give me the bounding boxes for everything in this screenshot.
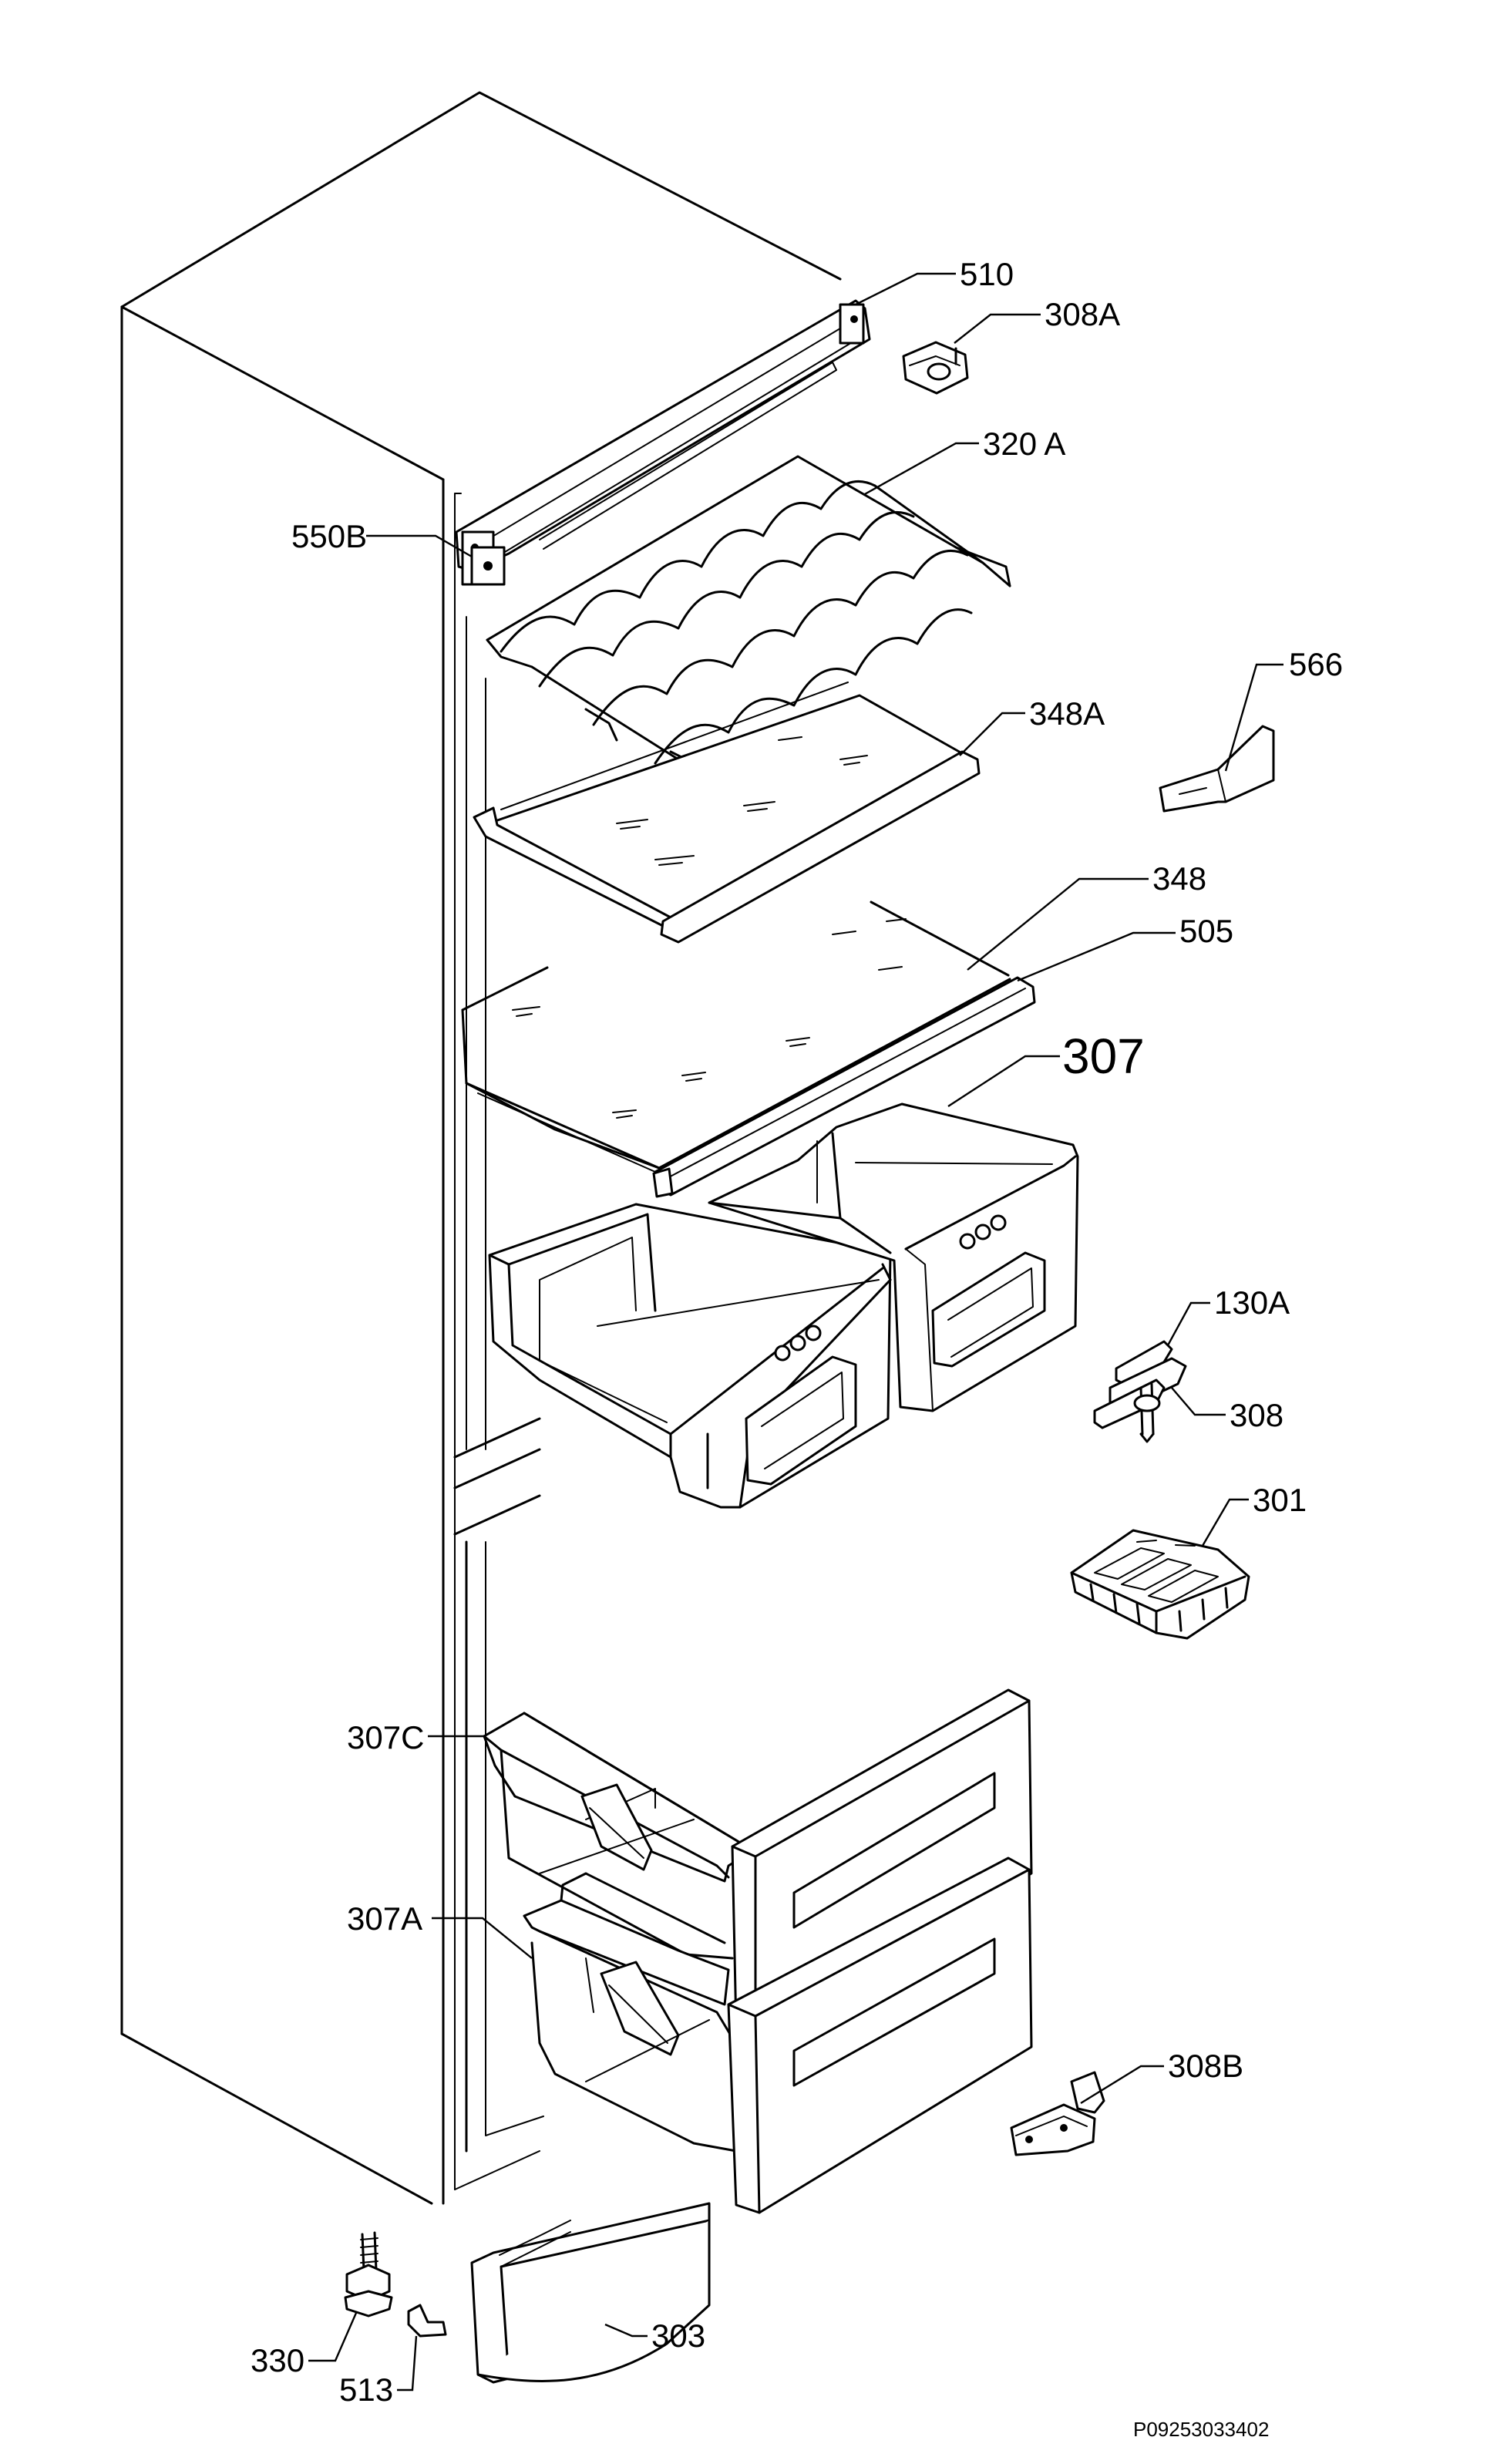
label-510: 510 [960, 256, 1014, 292]
part-301-ice-tray [1070, 1529, 1250, 1640]
label-320A: 320 A [983, 426, 1065, 462]
part-550B-clip [470, 546, 506, 586]
part-510-top-trim [455, 299, 871, 586]
part-130A-308-hinge [1093, 1340, 1187, 1443]
part-566 [1159, 725, 1275, 813]
label-348A: 348A [1029, 695, 1105, 732]
part-307A-freezer-drawer [523, 1856, 1033, 2214]
label-307A: 307A [347, 1900, 422, 1937]
label-308A: 308A [1045, 296, 1120, 332]
cabinet-body [120, 91, 842, 2205]
reference-code: P09253033402 [1133, 2418, 1269, 2441]
part-348A-glass-shelf [473, 682, 981, 944]
label-307C: 307C [347, 1719, 424, 1755]
part-330-adjustable-foot [344, 2231, 393, 2318]
part-348-glass-shelf [461, 900, 1011, 1173]
part-307-crisper-drawers [488, 1102, 1079, 1509]
label-301: 301 [1253, 1482, 1307, 1518]
part-308B-hinge [1010, 2071, 1105, 2156]
label-348: 348 [1152, 860, 1206, 897]
part-308A-hinge [902, 341, 969, 395]
label-550B: 550B [291, 518, 367, 554]
part-labels: 510 308A 320 A 550B 566 348A 348 505 307… [251, 256, 1343, 2441]
label-330: 330 [251, 2342, 304, 2378]
label-130A: 130A [1214, 1284, 1290, 1321]
label-308B: 308B [1168, 2048, 1243, 2084]
leader-lines [308, 272, 1283, 2392]
label-513: 513 [339, 2371, 393, 2408]
label-308: 308 [1230, 1397, 1283, 1433]
label-303: 303 [651, 2318, 705, 2354]
part-513-bracket [407, 2304, 447, 2338]
part-505-shelf-trim [652, 976, 1036, 1198]
label-566: 566 [1289, 646, 1343, 682]
part-303-bottom-grille [470, 2202, 711, 2384]
part-307C-freezer-drawer [483, 1688, 1033, 2037]
label-307: 307 [1062, 1028, 1145, 1084]
label-505: 505 [1179, 913, 1233, 949]
